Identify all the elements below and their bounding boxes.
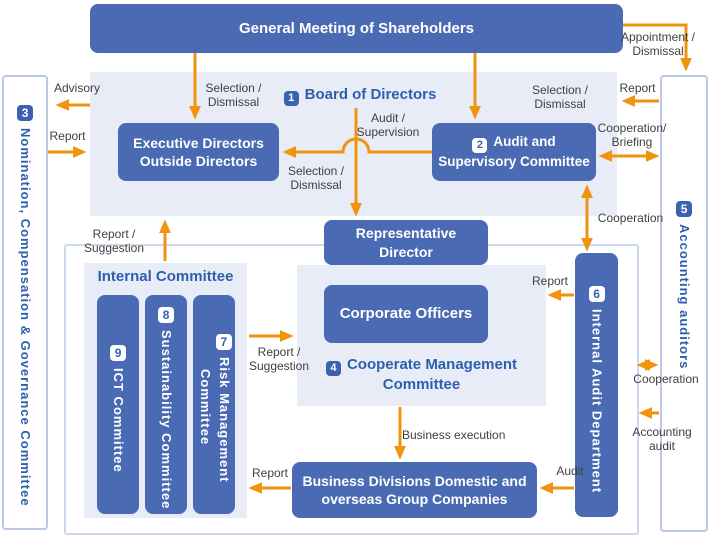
cooperation-audit-committee-label: Cooperation	[597, 211, 664, 225]
nomination-committee-number-badge: 3	[17, 105, 34, 121]
report-accounting-label: Report	[619, 81, 656, 95]
audit-committee-line2: Supervisory Committee	[438, 154, 590, 170]
report-suggestion-management-label: Report / Suggestion	[248, 345, 310, 374]
board-title: 1 Board of Directors	[250, 86, 470, 106]
executive-directors-line1: Executive Directors	[133, 134, 264, 151]
report-internal-audit-label: Report	[531, 274, 569, 288]
executive-directors-box: Executive Directors Outside Directors	[118, 123, 279, 181]
advisory-label: Advisory	[53, 81, 100, 95]
representative-director-line1: Representative	[355, 225, 457, 242]
accounting-auditors-box: 5Accounting auditors	[660, 75, 708, 532]
audit-committee-number-badge: 2	[472, 138, 488, 154]
ict-committee-number-badge: 9	[110, 344, 127, 361]
executive-directors-line2: Outside Directors	[139, 153, 258, 169]
accounting-audit-label: Accounting audit	[632, 425, 692, 454]
selection-dismissal-top-left-label: Selection / Dismissal	[205, 81, 262, 110]
nomination-committee-box: 3Nomination, Compensation & Governance C…	[2, 75, 48, 530]
representative-director-line2: Director	[379, 243, 433, 260]
business-execution-label: Business execution	[402, 428, 506, 442]
internal-audit-department-vtext: 6Internal Audit Department	[588, 261, 605, 517]
management-committee-line1: Cooperate Management	[346, 356, 518, 373]
accounting-auditors-label: Accounting auditors	[677, 224, 693, 370]
internal-audit-department-number-badge: 6	[588, 286, 605, 303]
nomination-committee-vtext: 3Nomination, Compensation & Governance C…	[17, 103, 34, 507]
audit-business-label: Audit	[556, 464, 584, 478]
audit-committee-line1-text: Audit and	[493, 134, 556, 150]
selection-dismissal-top-right-label: Selection / Dismissal	[531, 83, 589, 112]
management-committee-number-badge: 4	[325, 361, 341, 376]
cooperation-briefing-label: Cooperation/ Briefing	[597, 121, 667, 150]
management-committee-line2: Committee	[382, 376, 461, 393]
accounting-auditors-number-badge: 5	[676, 201, 693, 217]
sustainability-committee-label: Sustainability Committee	[159, 330, 175, 510]
audit-committee-line1: 2 Audit and	[472, 133, 556, 154]
corporate-officers-label: Corporate Officers	[339, 305, 473, 323]
report-business-label: Report	[251, 466, 289, 480]
audit-committee-box: 2 Audit and Supervisory Committee	[432, 123, 596, 181]
internal-audit-department-label: Internal Audit Department	[589, 309, 605, 494]
board-number-badge: 1	[283, 91, 299, 106]
ict-committee-label: ICT Committee	[111, 367, 127, 473]
accounting-auditors-vtext: 5Accounting auditors	[676, 199, 693, 370]
risk-management-committee-number-badge: 7	[215, 334, 232, 351]
corporate-officers-box: Corporate Officers	[324, 285, 488, 343]
management-committee-title: 4 Cooperate Management Committee	[297, 356, 546, 395]
sustainability-committee-vtext: 8Sustainability Committee	[158, 301, 175, 514]
business-divisions-box: Business Divisions Domestic and overseas…	[292, 462, 537, 518]
risk-management-committee-line2: Committee	[198, 369, 213, 446]
ict-committee-vtext: 9ICT Committee	[110, 301, 127, 514]
selection-dismissal-center-label: Selection / Dismissal	[287, 164, 345, 193]
ict-committee-box: 9ICT Committee	[97, 295, 139, 514]
representative-director-box: Representative Director	[324, 220, 488, 265]
internal-audit-department-box: 6Internal Audit Department	[575, 253, 618, 517]
appointment-dismissal-label: Appointment / Dismissal	[620, 30, 696, 59]
report-nomination-label: Report	[49, 129, 86, 143]
risk-management-committee-line1: Risk Management	[216, 357, 232, 483]
general-meeting-label: General Meeting of Shareholders	[238, 19, 475, 37]
general-meeting-box: General Meeting of Shareholders	[90, 4, 623, 53]
nomination-committee-label: Nomination, Compensation & Governance Co…	[18, 128, 34, 507]
sustainability-committee-box: 8Sustainability Committee	[145, 295, 187, 514]
business-divisions-line2: overseas Group Companies	[321, 491, 508, 507]
report-suggestion-board-label: Report / Suggestion	[83, 227, 145, 256]
audit-supervision-label: Audit / Supervision	[356, 111, 420, 140]
sustainability-committee-number-badge: 8	[158, 307, 175, 324]
cooperation-accounting-label: Cooperation	[633, 372, 699, 386]
internal-committee-title: Internal Committee	[97, 268, 234, 285]
business-divisions-line1: Business Divisions Domestic and	[302, 472, 527, 489]
board-title-label: Board of Directors	[304, 86, 437, 103]
